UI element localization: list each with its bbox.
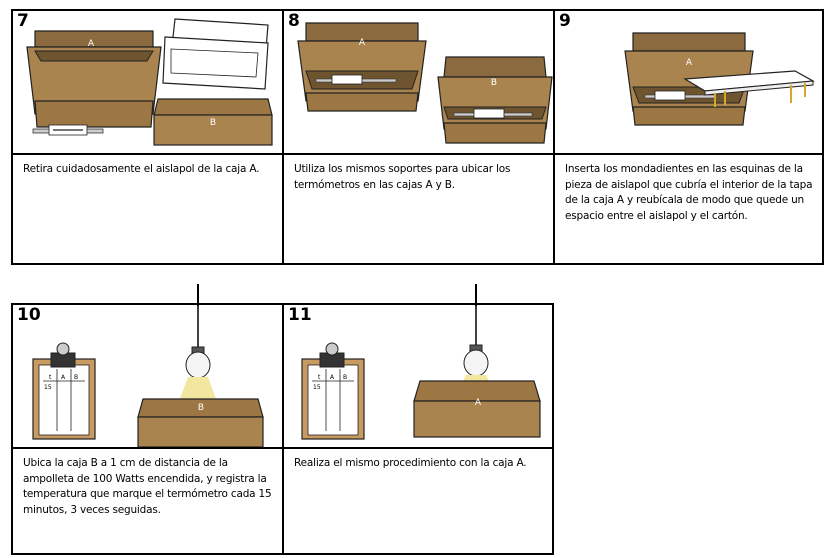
box-a-label: A [686,58,693,68]
clipboard-col-t: t [318,374,321,381]
light-bulb-icon [185,351,211,379]
box-b-label: B [198,403,204,413]
step-10: t A B 15 B 10 Ubica la caja B a 1 cm de … [13,305,284,553]
step-7-illustration: A B [26,18,273,146]
step-11-illustration: t A B 15 A [301,305,541,440]
step-9-illustration: A [624,32,815,126]
lamp-cord-11 [475,284,477,306]
step-7-instruction: Retira cuidadosamente el aislapol de la … [13,153,282,263]
step-number: 7 [17,11,29,31]
clipboard-col-b: B [343,374,347,381]
step-8-illustration: A B [297,22,553,144]
step-9: A 9 Inserta los mondadientes en las esqu… [555,11,822,263]
bottom-panel: t A B 15 B 10 Ubica la caja B a 1 cm de … [11,303,554,555]
step-9-instruction: Inserta los mondadientes en las esquinas… [555,153,822,263]
clipboard-col-b: B [74,374,78,381]
light-bulb-icon [463,349,489,377]
step-11-instruction: Realiza el mismo procedimiento con la ca… [284,447,552,553]
top-panel: A B 7 Retira cuidadosamente el aislapol … [11,9,824,265]
box-a-label: A [475,398,482,408]
lamp-cord-10 [197,284,199,306]
clipboard-col-a: A [61,374,66,381]
step-8: A B 8 Utiliza los mismos soportes para u… [284,11,555,263]
box-b-label: B [491,78,497,88]
box-b-label: B [210,118,216,128]
step-number: 9 [559,11,571,31]
step-number: 8 [288,11,300,31]
step-number: 11 [288,305,312,325]
box-a-label: A [359,38,366,48]
step-8-instruction: Utiliza los mismos soportes para ubicar … [284,153,553,263]
clipboard-row-15: 15 [313,384,321,391]
clipboard-col-t: t [49,374,52,381]
box-a-label: A [88,39,95,49]
step-number: 10 [17,305,41,325]
step-11: t A B 15 A 11 Realiza el mismo procedimi… [284,305,552,553]
step-7: A B 7 Retira cuidadosamente el aislapol … [13,11,284,263]
clipboard-row-15: 15 [44,384,52,391]
step-10-instruction: Ubica la caja B a 1 cm de distancia de l… [13,447,282,553]
step-10-illustration: t A B 15 B [32,305,264,447]
clipboard-col-a: A [330,374,335,381]
